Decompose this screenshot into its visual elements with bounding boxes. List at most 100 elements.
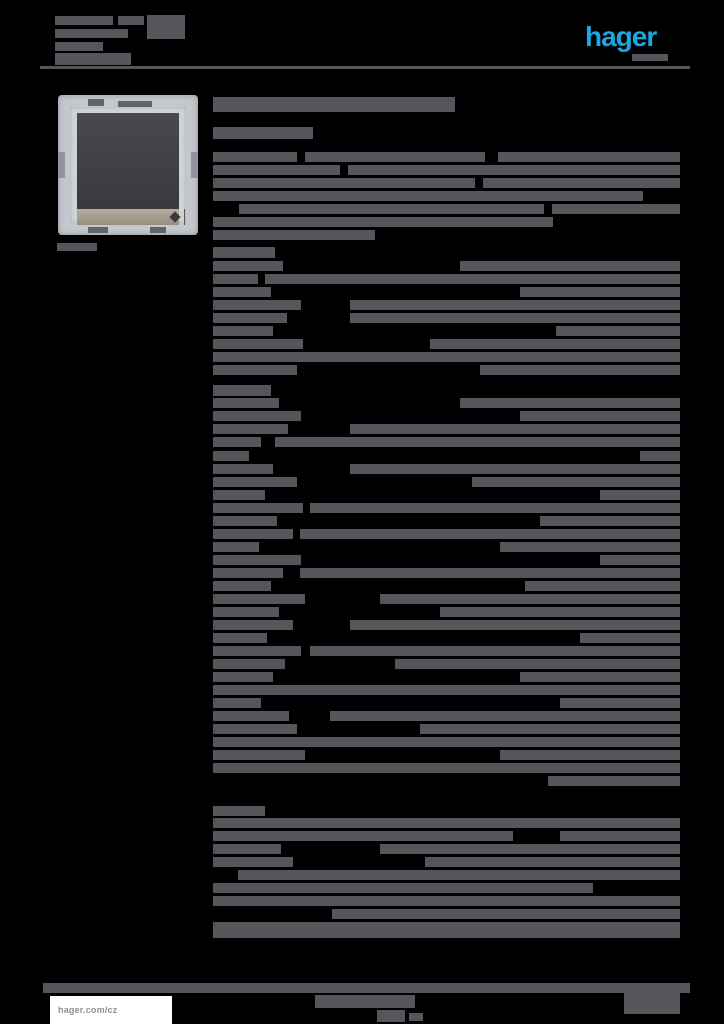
spec-table-rows-redacted-bar [440, 607, 680, 617]
header-left-text-redacted-bar [55, 53, 131, 65]
spec-table-rows-redacted-bar [350, 620, 680, 630]
spec-table-rows-redacted-bar [460, 398, 680, 408]
spec-table-rows-redacted-bar [213, 352, 283, 362]
spec-table-rows-redacted-bar [500, 542, 680, 552]
spec-table-rows-redacted-bar [213, 437, 261, 447]
lower-section-rows-redacted-bar [380, 844, 680, 854]
spec-table-rows-redacted-bar [213, 646, 301, 656]
strip-divider-line [184, 209, 185, 225]
frame-notch [118, 101, 152, 109]
spec-table-rows-redacted-bar [213, 398, 279, 408]
spec-table-rows-redacted-bar [213, 542, 259, 552]
spec-table-rows-redacted-bar [380, 594, 680, 604]
spec-table-rows-redacted-bar [213, 685, 303, 695]
spec-table-rows-redacted-bar [480, 365, 680, 375]
spec-table-rows-redacted-bar [295, 685, 680, 695]
switch-rocker [77, 113, 179, 209]
header-left-text-redacted-bar [55, 29, 128, 38]
spec-table-rows-redacted-bar [213, 555, 301, 565]
spec-table-rows-redacted-bar [213, 633, 267, 643]
spec-table-rows-redacted-bar [275, 437, 680, 447]
product-image-caption-redacted-bar [57, 243, 97, 251]
spec-table-rows-redacted-bar [310, 503, 680, 513]
lower-section-rows-redacted-bar [213, 818, 680, 828]
description-paragraph-redacted-bar [305, 152, 485, 162]
spec-table-rows-redacted-bar [213, 477, 297, 487]
spec-table-rows-redacted-bar [213, 516, 277, 526]
spec-table-rows-redacted-bar [213, 451, 249, 461]
spec-table-rows-redacted-bar [213, 724, 297, 734]
spec-table-rows-redacted-bar [213, 274, 258, 284]
spec-table-rows-redacted-bar [350, 300, 680, 310]
spec-table-rows-redacted-bar [213, 672, 273, 682]
spec-table-rows-redacted-bar [213, 568, 283, 578]
footer-fineprint-redacted-bar [315, 995, 415, 1008]
section-headings-redacted-bar [213, 247, 275, 258]
description-paragraph-redacted-bar [213, 230, 375, 240]
spec-table-rows-redacted-bar [548, 776, 680, 786]
spec-table-rows-redacted-bar [300, 529, 680, 539]
description-paragraph-redacted-bar [348, 165, 680, 175]
lower-section-rows-redacted-bar [213, 831, 513, 841]
description-paragraph-redacted-bar [213, 178, 475, 188]
spec-table-rows-redacted-bar [556, 326, 680, 336]
spec-table-rows-redacted-bar [300, 568, 680, 578]
product-subtitle-redacted-bar [213, 127, 313, 139]
spec-table-rows-redacted-bar [213, 698, 261, 708]
description-paragraph-redacted-bar [213, 191, 643, 201]
spec-table-rows-redacted-bar [213, 620, 293, 630]
spec-table-rows-redacted-bar [213, 659, 285, 669]
spec-table-rows-redacted-bar [600, 490, 680, 500]
header-left-text-redacted-bar [55, 16, 113, 25]
description-paragraph-redacted-bar [239, 204, 544, 214]
spec-table-rows-redacted-bar [213, 607, 279, 617]
product-title-redacted-bar [213, 97, 455, 112]
description-paragraph-redacted-bar [552, 204, 680, 214]
section-headings-redacted-bar [213, 385, 271, 396]
frame-clip [191, 152, 198, 178]
spec-table-rows-redacted-bar [213, 287, 271, 297]
spec-table-rows-redacted-bar [213, 737, 275, 747]
spec-table-rows-redacted-bar [350, 313, 680, 323]
spec-table-rows-redacted-bar [213, 529, 293, 539]
spec-table-rows-redacted-bar [525, 581, 680, 591]
spec-table-rows-redacted-bar [310, 646, 680, 656]
lower-section-rows-redacted-bar [238, 870, 680, 880]
footer-fineprint-redacted-bar [624, 990, 680, 1014]
lower-section-rows-redacted-bar [213, 857, 293, 867]
spec-table-rows-redacted-bar [265, 274, 680, 284]
description-paragraph-redacted-bar [213, 152, 297, 162]
spec-table-rows-redacted-bar [213, 326, 273, 336]
spec-table-rows-redacted-bar [213, 594, 305, 604]
product-photo [58, 95, 198, 235]
footer-fineprint-redacted-bar [409, 1013, 423, 1021]
lower-section-rows-redacted-bar [213, 896, 680, 906]
lower-section-rows-redacted-bar [425, 857, 680, 867]
spec-table-rows-redacted-bar [213, 581, 271, 591]
lower-section-rows-redacted-bar [332, 909, 680, 919]
header-left-text-redacted-bar [118, 16, 144, 25]
spec-table-rows-redacted-bar [560, 698, 680, 708]
frame-notch [88, 227, 108, 233]
description-paragraph-redacted-bar [213, 217, 553, 227]
spec-table-rows-redacted-bar [213, 300, 301, 310]
description-paragraph-redacted-bar [213, 165, 340, 175]
footer-fineprint-redacted-bar [377, 1010, 405, 1022]
logo-subtext-redacted-bar [632, 54, 668, 61]
spec-table-rows-redacted-bar [520, 287, 680, 297]
description-paragraph-redacted-bar [498, 152, 680, 162]
spec-table-rows-redacted-bar [213, 411, 301, 421]
frame-notch [88, 99, 104, 106]
lower-section-rows-redacted-bar [560, 831, 680, 841]
spec-table-rows-redacted-bar [500, 750, 680, 760]
spec-table-rows-redacted-bar [330, 711, 680, 721]
header-divider-rule [40, 66, 690, 69]
spec-table-rows-redacted-bar [600, 555, 680, 565]
spec-table-rows-redacted-bar [272, 763, 680, 773]
spec-table-rows-redacted-bar [460, 261, 680, 271]
spec-table-rows-redacted-bar [350, 464, 680, 474]
spec-table-rows-redacted-bar [213, 711, 289, 721]
frame-clip [58, 152, 65, 178]
header-left-text-redacted-bar [147, 15, 185, 39]
